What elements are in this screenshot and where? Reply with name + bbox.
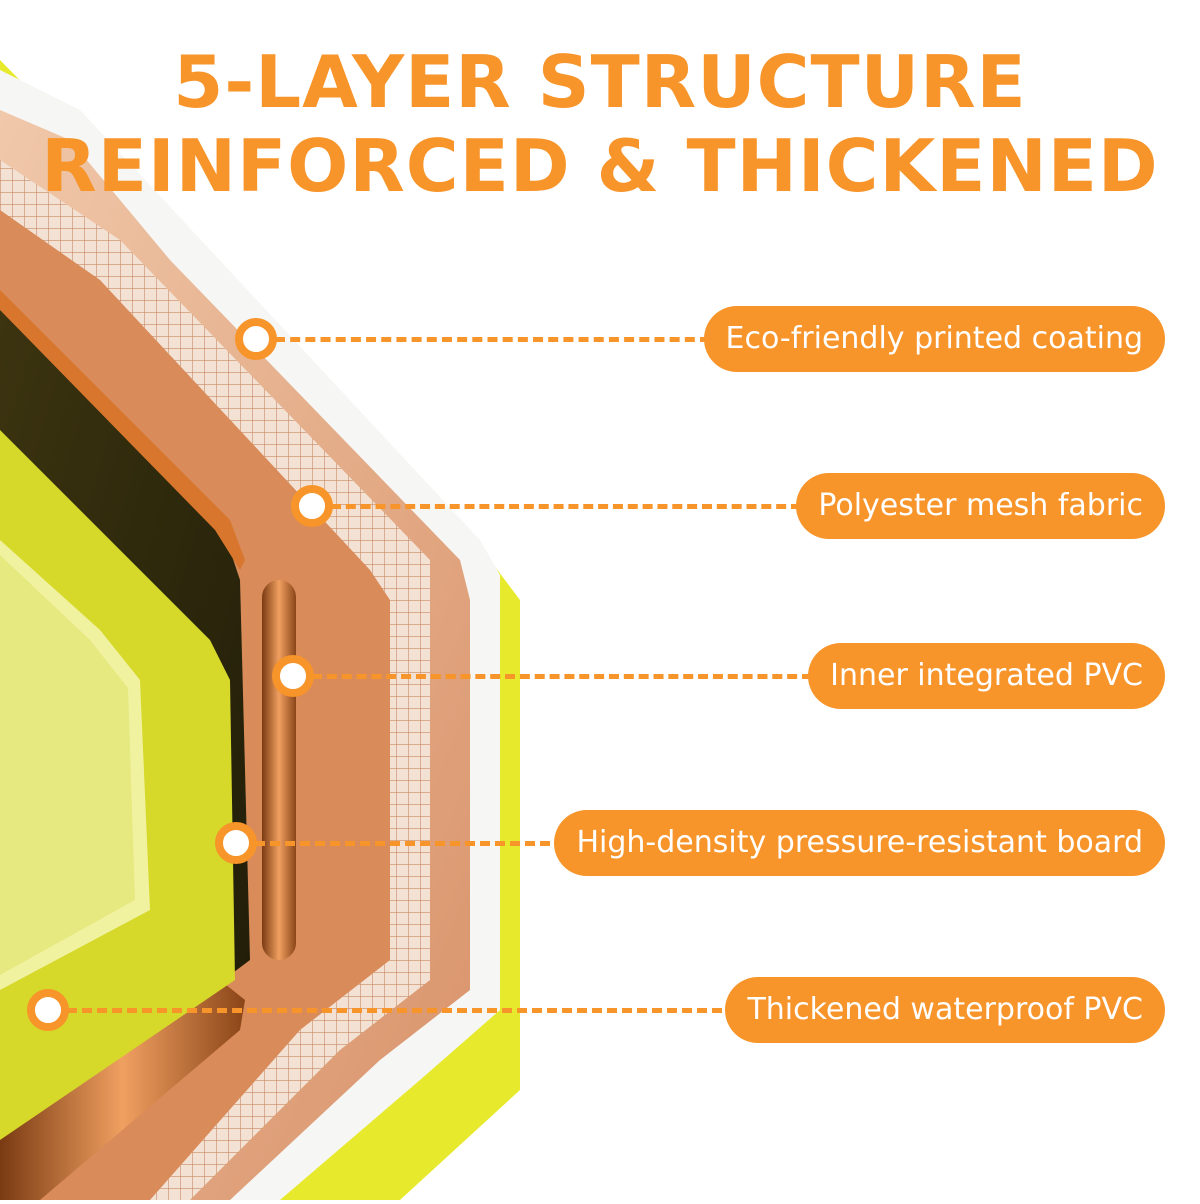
layer-callout-4: High-density pressure-resistant board (0, 810, 1200, 880)
callout-leader-line (331, 504, 801, 509)
callout-leader-line (255, 841, 565, 846)
title-line-2: REINFORCED & THICKENED (41, 124, 1159, 208)
layer-label: High-density pressure-resistant board (554, 810, 1165, 876)
callout-leader-line (312, 674, 812, 679)
callout-dot (291, 485, 333, 527)
title-line-1: 5-LAYER STRUCTURE (173, 40, 1027, 124)
layer-callout-3: Inner integrated PVC (0, 643, 1200, 713)
page-title: 5-LAYER STRUCTURE REINFORCED & THICKENED (0, 40, 1200, 208)
lower-board (0, 980, 245, 1200)
layer-label: Eco-friendly printed coating (703, 306, 1165, 372)
callout-dot (27, 989, 69, 1031)
layer-callout-2: Polyester mesh fabric (0, 473, 1200, 543)
layer-label: Inner integrated PVC (808, 643, 1165, 709)
inner-panel-face (0, 555, 135, 975)
layer-label: Polyester mesh fabric (796, 473, 1165, 539)
callout-dot (215, 822, 257, 864)
callout-leader-line (275, 337, 710, 342)
callout-leader-line (67, 1008, 722, 1013)
board-edge (0, 290, 245, 570)
callout-dot (235, 318, 277, 360)
layer-callout-1: Eco-friendly printed coating (0, 306, 1200, 376)
copper-rod (262, 580, 296, 960)
callout-dot (272, 655, 314, 697)
layer-callout-5: Thickened waterproof PVC (0, 977, 1200, 1047)
layer-label: Thickened waterproof PVC (725, 977, 1165, 1043)
